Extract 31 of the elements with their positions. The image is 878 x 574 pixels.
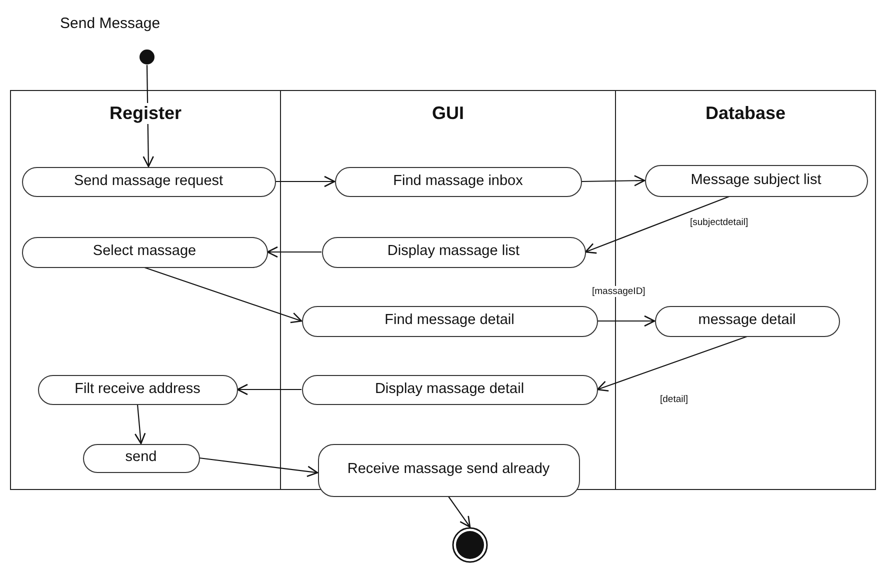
arrow [582, 175, 646, 186]
activity-node: message detail [654, 306, 840, 336]
arrow [134, 404, 146, 444]
arrow [199, 457, 318, 478]
activity-node: Send massage request [22, 166, 276, 196]
activity-title: Send Message [60, 15, 160, 32]
activity-node: Display massage detail [302, 374, 598, 404]
activity-node: Find message detail [302, 306, 598, 336]
arrow [144, 266, 302, 324]
activity-node: Display massage list [322, 236, 586, 268]
edge-label: [subjectdetail] [690, 217, 748, 228]
activity-node: Receive massage send already [318, 444, 580, 496]
arrow [596, 336, 748, 392]
arrow [236, 384, 302, 396]
lane-heading: Register [109, 103, 182, 124]
activity-node: Select massage [22, 236, 268, 268]
arrow [276, 176, 336, 188]
arrow [142, 65, 154, 168]
edge-label: [massageID] [592, 286, 646, 297]
activity-node: Filt receive address [38, 374, 238, 404]
edge-label: [detail] [660, 394, 688, 405]
final-node [452, 527, 488, 563]
activity-node: Find massage inbox [334, 166, 582, 196]
initial-node [139, 49, 155, 65]
activity-node: Message subject list [644, 164, 868, 196]
arrow [598, 315, 656, 327]
activity-node: send [82, 444, 200, 472]
swimlane [10, 90, 281, 490]
arrow [266, 246, 322, 258]
arrow [448, 496, 471, 528]
arrow [584, 196, 730, 254]
